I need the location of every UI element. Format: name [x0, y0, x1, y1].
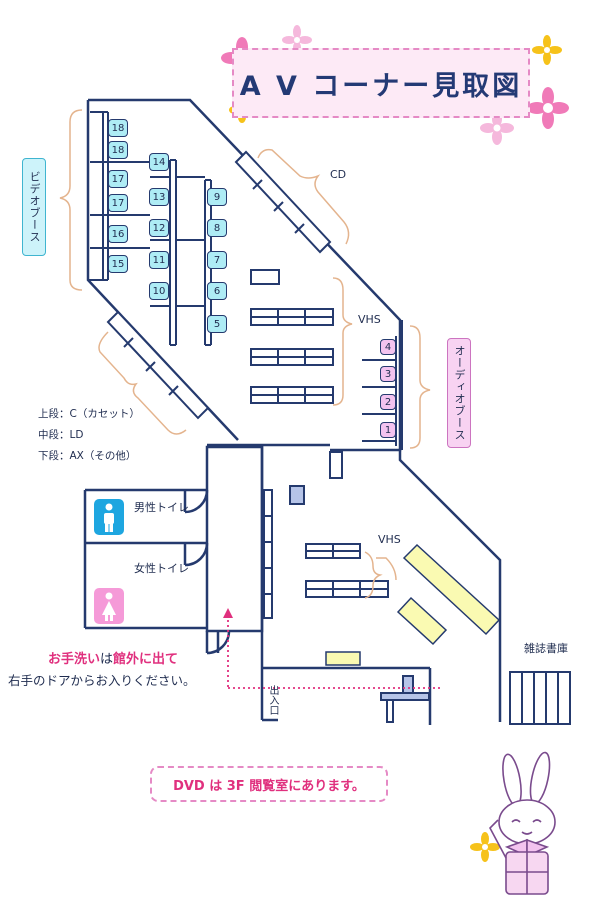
middle-shelves	[250, 269, 334, 404]
yellow-flower-icon	[532, 35, 562, 65]
vertical-shelf	[263, 451, 343, 619]
wash-route	[227, 620, 440, 689]
yellow-shelves	[325, 543, 501, 666]
cd-shelves	[234, 150, 332, 254]
booth-left-2: 17	[108, 170, 128, 188]
brackets	[59, 109, 431, 599]
legend-lower: 下段：AX（その他）	[38, 450, 137, 462]
page-title: A V コーナー見取図	[239, 70, 523, 102]
vhs-upper-label: VHS	[358, 313, 381, 326]
booth-audio-2: 2	[380, 394, 396, 410]
title-banner: A V コーナー見取図	[232, 48, 530, 118]
booth-left-5: 15	[108, 255, 128, 273]
diagonal-shelves-left	[106, 310, 210, 420]
booth-right-3: 6	[207, 282, 227, 300]
lower-vhs-shelves	[305, 543, 389, 598]
video-booth-label: ビデオブース	[22, 158, 46, 256]
dvd-notice: DVD は 3F 閲覧室にあります。	[150, 766, 388, 802]
wash-note-part2: は	[100, 652, 114, 667]
entrance-gate	[380, 675, 430, 723]
legend-upper: 上段：C（カセット）	[38, 408, 140, 420]
booth-middle-3: 11	[149, 251, 169, 269]
booth-desks	[88, 111, 212, 346]
booth-left-3: 17	[108, 194, 128, 212]
legend-middle: 中段：LD	[38, 429, 84, 441]
rabbit-mascot-icon	[489, 751, 556, 895]
wash-note-part1: お手洗い	[48, 652, 101, 667]
booth-audio-0: 4	[380, 339, 396, 355]
booth-audio-3: 1	[380, 422, 396, 438]
booth-audio-1: 3	[380, 366, 396, 382]
audio-booth-desks	[362, 320, 403, 450]
booth-right-4: 5	[207, 315, 227, 333]
shelf-legend: 上段：C（カセット） 中段：LD 下段：AX（その他）	[38, 404, 140, 467]
booth-left-0: 18	[108, 119, 128, 137]
wash-note-part3: 館外に出て	[113, 652, 179, 667]
booth-right-0: 9	[207, 188, 227, 206]
booth-left-4: 16	[108, 225, 128, 243]
vhs-lower-label: VHS	[378, 533, 401, 546]
route-arrow	[223, 608, 233, 618]
audio-booth-label: オーディオブース	[447, 338, 471, 448]
booth-right-2: 7	[207, 251, 227, 269]
men-toilet-label: 男性トイレ	[134, 501, 189, 514]
booth-middle-4: 10	[149, 282, 169, 300]
yellow-flower-icon	[470, 832, 500, 862]
magazine-shelves	[509, 671, 571, 725]
women-toilet-label: 女性トイレ	[134, 562, 189, 575]
entrance-label: 出入口	[267, 685, 278, 715]
booth-middle-0: 14	[149, 153, 169, 171]
booth-middle-1: 13	[149, 188, 169, 206]
booth-left-1: 18	[108, 141, 128, 159]
magazine-storage-label: 雑誌書庫	[524, 642, 568, 655]
pink-flower-icon	[527, 87, 569, 129]
light-pink-flower-icon	[282, 25, 312, 55]
booth-right-1: 8	[207, 219, 227, 237]
wash-note: お手洗いは館外に出て	[48, 648, 178, 667]
dvd-notice-text: DVD は 3F 閲覧室にあります。	[173, 778, 365, 794]
cd-label: CD	[330, 168, 347, 181]
booth-middle-2: 12	[149, 219, 169, 237]
wash-note-line2: 右手のドアからお入りください。	[8, 673, 196, 688]
